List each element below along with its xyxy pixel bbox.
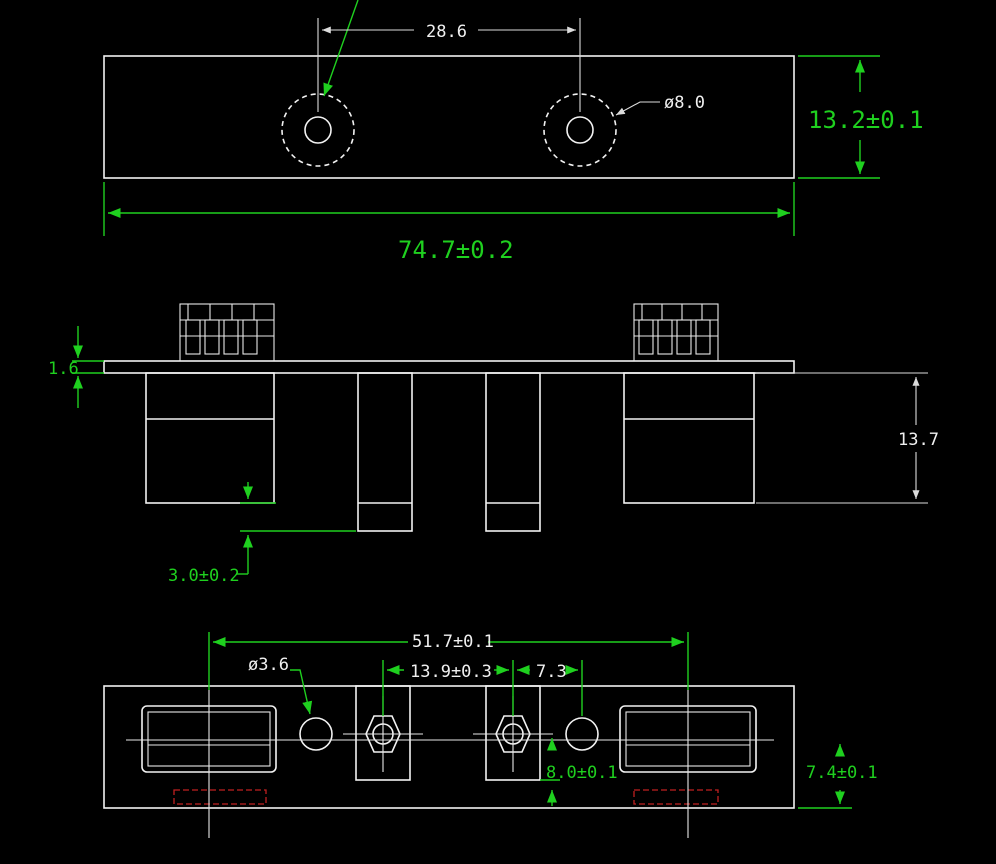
body-height-dimension: 13.7 — [756, 372, 939, 504]
body-height-label: 13.7 — [898, 430, 939, 450]
hole-spacing-dimension: 28.6 — [317, 18, 581, 112]
mount-spacing-dimension: 51.7±0.1 — [208, 632, 689, 690]
right-hidden-feature — [633, 789, 719, 805]
bottom-view-outline — [103, 685, 795, 809]
pcb-thickness-dimension: 1.6 — [48, 326, 104, 408]
right-terminal-block — [633, 303, 719, 362]
pcb-thickness-label: 1.6 — [48, 359, 79, 379]
left-stud-post — [357, 372, 413, 532]
length-label: 74.7±0.2 — [398, 236, 514, 264]
clearance-label: 3.0±0.2 — [168, 566, 240, 586]
mount-hole-diameter-label: ø3.6 — [248, 655, 289, 675]
left-terminal-block — [179, 303, 275, 362]
terminal-spacing-dimension: 13.9±0.3 — [382, 660, 514, 716]
height-label: 13.2±0.1 — [808, 106, 924, 134]
center-height-label: 7.4±0.1 — [806, 763, 878, 783]
pcb-board — [103, 360, 795, 374]
mount-hole-diameter-callout: ø3.6 — [248, 655, 313, 715]
hole-diameter-callout: ø8.0 — [615, 93, 705, 116]
hole-spacing-label: 28.6 — [426, 22, 467, 42]
clearance-dimension: 3.0±0.2 — [168, 482, 356, 586]
top-view: 28.6 ø8.0 13.2±0.1 74.7±0.2 — [103, 0, 924, 264]
right-stud-post — [485, 372, 541, 532]
left-mount-hole — [299, 717, 333, 751]
offset-label: 7.3 — [536, 662, 567, 682]
hole-diameter-label: ø8.0 — [664, 93, 705, 113]
top-view-outline — [103, 55, 795, 179]
right-mount-hole — [565, 717, 599, 751]
left-hidden-feature — [173, 789, 267, 805]
left-stud — [281, 93, 355, 167]
left-connector-body — [145, 372, 275, 504]
terminal-height-label: 8.0±0.1 — [546, 763, 618, 783]
height-dimension: 13.2±0.1 — [798, 55, 924, 179]
mount-spacing-label: 51.7±0.1 — [412, 632, 494, 652]
side-view: 1.6 13.7 3.0±0.2 — [48, 303, 939, 586]
center-height-dimension: 7.4±0.1 — [798, 744, 878, 809]
terminal-spacing-label: 13.9±0.3 — [410, 662, 492, 682]
bottom-view: 51.7±0.1 ø3.6 13.9±0.3 7.3 8.0±0.1 — [103, 632, 878, 838]
offset-dimension: 7.3 — [517, 660, 583, 716]
right-connector-body — [623, 372, 755, 504]
terminal-height-dimension: 8.0±0.1 — [540, 738, 618, 806]
right-stud — [543, 93, 617, 167]
length-dimension: 74.7±0.2 — [103, 182, 795, 264]
stud-leader-line — [323, 0, 359, 97]
